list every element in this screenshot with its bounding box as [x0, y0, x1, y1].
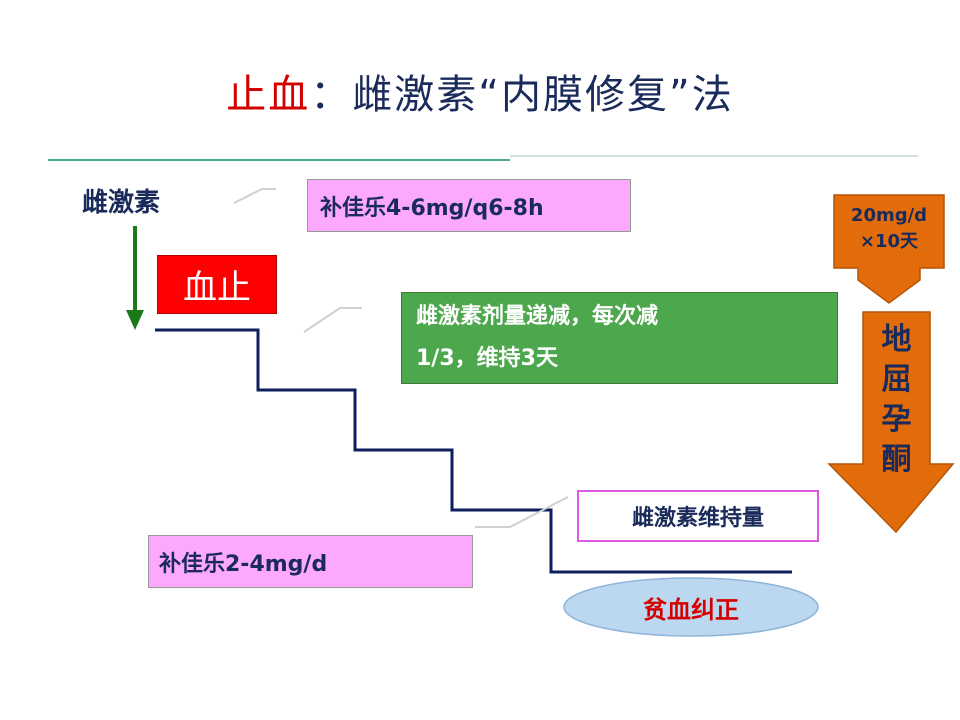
hormone-label: 雌激素: [82, 188, 161, 218]
taper-text-line-1: 雌激素剂量递减，每次减: [416, 304, 659, 329]
title-rest-part: ：雌激素“内膜修复”法: [310, 72, 734, 118]
start-dose-box: 补佳乐4-6mg/q6-8h: [307, 179, 631, 232]
dydrogesterone-vertical-label: 地 屈 孕 酮: [863, 320, 930, 480]
low-dose-box: 补佳乐2-4mg/d: [148, 535, 473, 588]
anemia-ellipse: [563, 577, 819, 637]
slide-title: 止血：雌激素“内膜修复”法: [0, 62, 960, 120]
start-dose-text: 补佳乐4-6mg/q6-8h: [320, 195, 544, 221]
callout-line-maintenance: [475, 496, 569, 528]
dydrogesterone-char-2: 屈: [881, 362, 912, 397]
taper-box: 雌激素剂量递减，每次减 1/3，维持3天: [401, 292, 838, 384]
dydrogesterone-dose-line-2: ×10天: [859, 231, 919, 252]
maintenance-text: 雌激素维持量: [631, 506, 764, 531]
dydrogesterone-dose-text: 20mg/d ×10天: [834, 203, 944, 255]
dydrogesterone-dose-line-1: 20mg/d: [850, 205, 928, 226]
stop-bleeding-text: 血止: [183, 268, 251, 308]
low-dose-text: 补佳乐2-4mg/d: [159, 551, 328, 577]
title-red-part: 止血: [226, 72, 311, 118]
dose-staircase-line: [155, 328, 792, 574]
anemia-text: 贫血纠正: [643, 596, 739, 624]
orange-callout-arrow: [833, 194, 945, 304]
dydrogesterone-char-3: 孕: [881, 402, 912, 437]
callout-line-start-dose: [233, 188, 276, 204]
dydrogesterone-char-4: 酮: [881, 442, 912, 477]
taper-text-line-2: 1/3，维持3天: [416, 346, 558, 371]
dydrogesterone-char-1: 地: [881, 322, 912, 357]
orange-down-arrow: [827, 311, 955, 534]
green-arrow-head: [126, 310, 144, 330]
callout-line-taper: [303, 307, 362, 333]
maintenance-box: 雌激素维持量: [577, 490, 819, 542]
stop-bleeding-box: 血止: [157, 255, 277, 314]
